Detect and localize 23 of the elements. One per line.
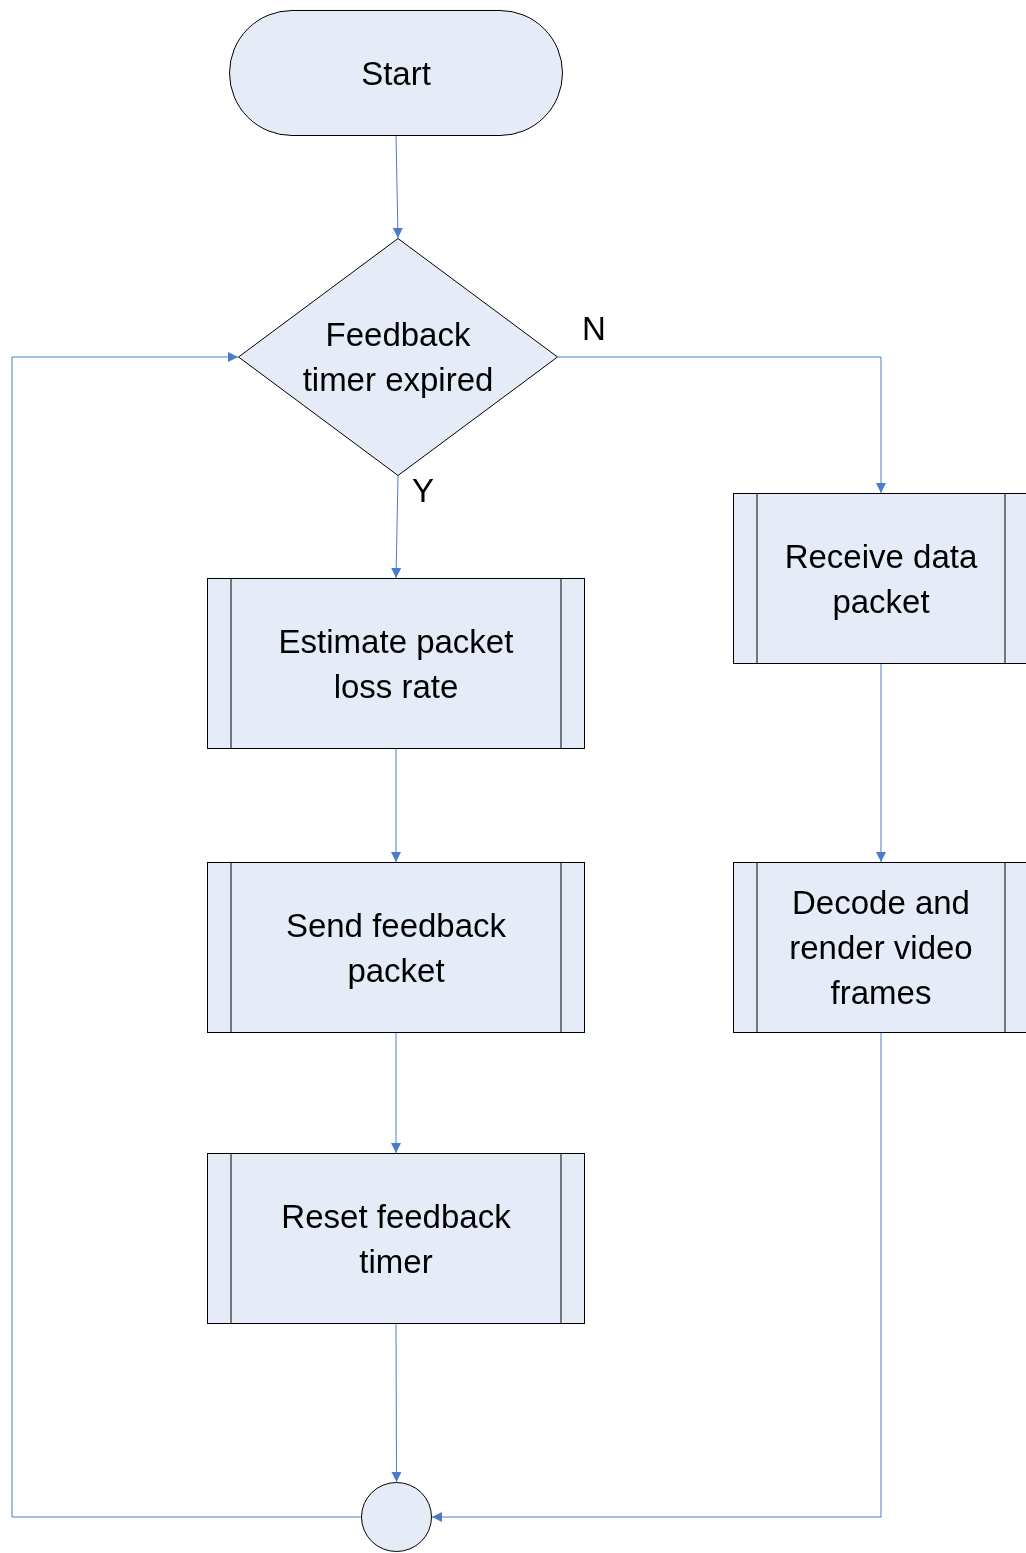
process-box	[733, 493, 1026, 664]
flow-arrow	[391, 475, 402, 579]
process-box	[207, 578, 585, 749]
flow-arrow	[11, 352, 362, 1518]
process-box	[207, 862, 585, 1033]
flow-arrow	[391, 748, 401, 863]
node-label: Feedback timer expired	[301, 315, 495, 400]
decision-diamond	[238, 238, 558, 476]
flow-arrow	[431, 1032, 882, 1522]
flow-arrow	[391, 1323, 402, 1483]
flow-arrow	[391, 1032, 401, 1154]
node-label: Estimate packet loss rate	[277, 621, 515, 707]
node-label: Receive data packet	[783, 536, 979, 622]
flow-arrow	[557, 356, 886, 494]
flow-arrow	[392, 135, 403, 239]
node-label: Reset feedback timer	[280, 1196, 512, 1282]
connector-circle	[361, 1482, 432, 1552]
node-label: Start	[361, 53, 431, 94]
node-label: Send feedback packet	[284, 905, 508, 991]
flow-arrow	[876, 663, 886, 863]
node-label: Decode and render video frames	[788, 883, 974, 1013]
process-box	[207, 1153, 585, 1324]
process-box	[733, 862, 1026, 1033]
